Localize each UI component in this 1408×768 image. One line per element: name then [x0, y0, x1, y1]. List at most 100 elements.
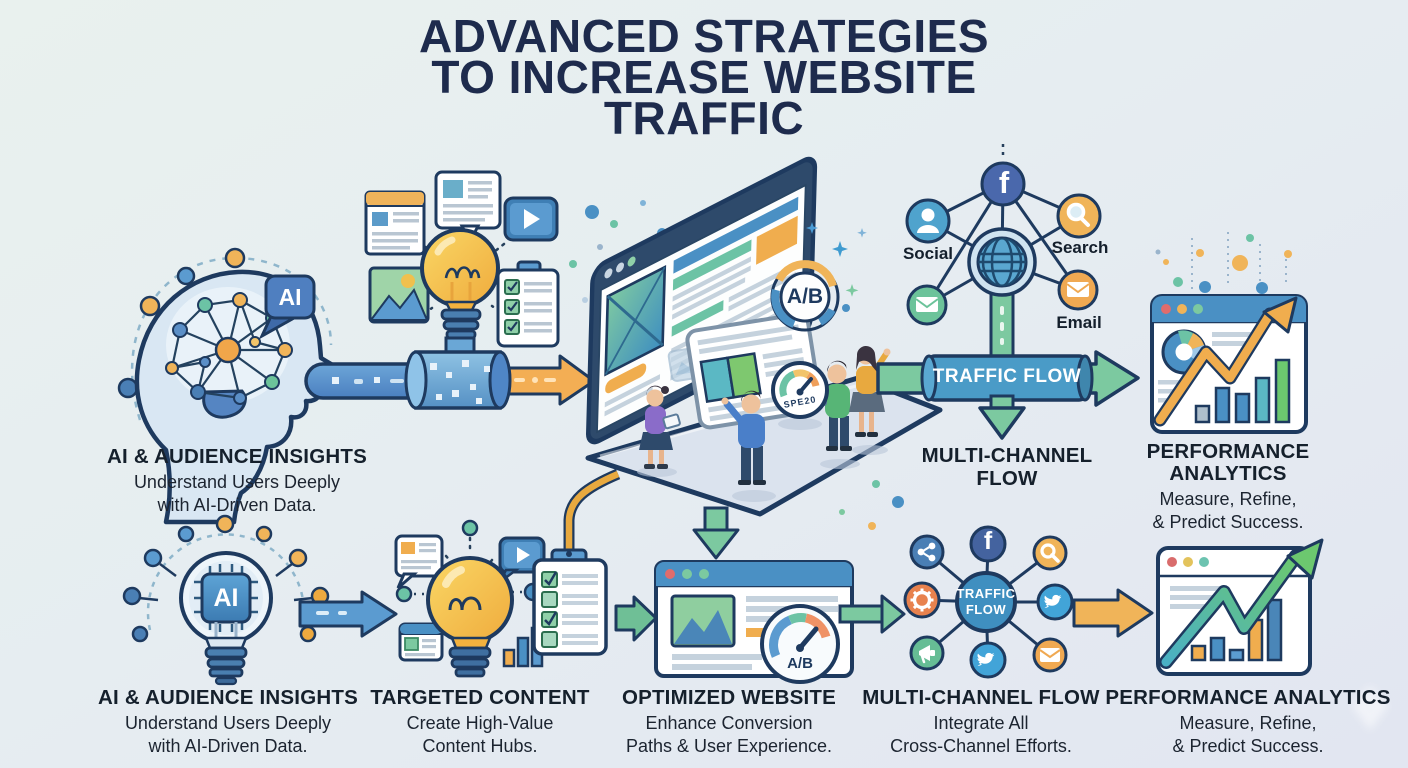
subtext-1: Understand Users Deeply — [133, 472, 341, 492]
heading: AI & AUDIENCE INSIGHTS — [107, 445, 367, 468]
page-title: ADVANCED STRATEGIES TO INCREASE WEBSITE … — [0, 10, 1408, 144]
hub-line-1: TRAFFIC — [956, 586, 1016, 601]
title-line-3: TRAFFIC — [603, 92, 805, 144]
envelope-icon-bottom — [1032, 637, 1068, 673]
analytics-window-top — [1150, 294, 1308, 434]
watermark — [1352, 686, 1388, 730]
lightbulb-icon — [420, 228, 500, 340]
section-performance-top: PERFORMANCE ANALYTICS Measure, Refine, &… — [1108, 441, 1348, 534]
channel-hub-bottom — [903, 525, 1154, 679]
subtext-2: Paths & User Experience. — [625, 736, 833, 756]
decor-scatter — [1155, 232, 1292, 294]
traffic-flow-pipe-label: TRAFFIC FLOW — [932, 366, 1082, 387]
video-player-icon — [503, 196, 559, 242]
label-search: Search — [1051, 238, 1109, 257]
ai-bubble-text: AI — [278, 284, 302, 310]
section-ai-insights-top: AI & AUDIENCE INSIGHTS Understand Users … — [97, 445, 377, 517]
lightbulb-icon-2 — [426, 556, 514, 678]
ab-gauge-badge — [760, 604, 840, 684]
analytics-top — [1150, 232, 1308, 434]
megaphone-icon — [909, 635, 945, 671]
section-performance-bottom: PERFORMANCE ANALYTICS Measure, Refine, &… — [1103, 686, 1393, 758]
targeted-content-bottom — [394, 519, 658, 678]
label-email: Email — [1056, 313, 1102, 332]
website-window — [654, 560, 854, 678]
content-icons-cluster — [364, 170, 560, 348]
hub-line-2: FLOW — [965, 602, 1007, 617]
heading-line-1: MULTI-CHANNEL — [921, 444, 1093, 467]
share-icon — [909, 534, 945, 570]
subtext-2: with AI-Driven Data. — [148, 736, 308, 756]
search-icon — [1056, 193, 1102, 239]
subtext-1: Integrate All — [933, 713, 1029, 733]
title-line-2: TO INCREASE WEBSITE — [431, 51, 977, 103]
ai-speech-bubble — [258, 274, 316, 340]
data-pipe — [304, 336, 596, 410]
heading: PERFORMANCE ANALYTICS — [1105, 686, 1391, 709]
arrow-green-right-1 — [614, 595, 658, 642]
facebook-icon — [980, 161, 1026, 207]
search-icon-bottom — [1032, 535, 1068, 571]
checklist-icon — [496, 260, 560, 348]
video-bubble-icon — [498, 536, 546, 583]
ab-gauge-text: A/B — [787, 655, 813, 672]
twitter-icon-bottom — [969, 641, 1007, 679]
channel-hub-top — [876, 144, 1140, 440]
bar-chart-icon-bottom — [1190, 598, 1283, 662]
ab-badge-text: A/B — [786, 285, 824, 308]
heading-line-1: PERFORMANCE — [1146, 440, 1310, 463]
heading: AI & AUDIENCE INSIGHTS — [98, 686, 358, 709]
growth-arrow-icon-bottom — [1159, 538, 1324, 669]
ai-bulb-bottom — [122, 514, 398, 686]
heading: TARGETED CONTENT — [370, 686, 590, 709]
growth-arrow-icon — [1153, 296, 1298, 427]
decor-dots-bottom — [839, 480, 904, 530]
gear-icon — [903, 581, 941, 619]
sparkles — [806, 222, 867, 312]
ai-chip-bulb-icon — [179, 551, 273, 686]
facebook-f-bottom: f — [983, 527, 993, 555]
speech-bubble-icon — [394, 534, 444, 590]
subtext-1: Create High-Value — [406, 713, 554, 733]
section-multi-channel-bottom: MULTI-CHANNEL FLOW Integrate All Cross-C… — [861, 686, 1101, 758]
ab-test-badge — [770, 260, 840, 332]
person-figure-purple — [637, 385, 681, 477]
subtext-2: Content Hubs. — [422, 736, 538, 756]
subtext-2: Cross-Channel Efforts. — [890, 736, 1072, 756]
person-figure-orange — [849, 345, 891, 455]
arrow-blue-right — [298, 590, 398, 638]
section-targeted-content: TARGETED CONTENT Create High-Value Conte… — [370, 686, 590, 758]
laptop-illustration — [563, 156, 943, 554]
subtext-2: with AI-Driven Data. — [157, 495, 317, 515]
analytics-bottom — [1156, 538, 1388, 730]
heading: OPTIMIZED WEBSITE — [621, 686, 837, 709]
globe-icon — [967, 227, 1037, 297]
ai-chip-text: AI — [213, 584, 239, 612]
subtext-2: & Predict Success. — [1152, 512, 1304, 532]
subtext-1: Enhance Conversion — [645, 713, 813, 733]
bar-chart-icon — [1194, 358, 1291, 424]
hub-center-label: TRAFFIC FLOW — [953, 586, 1019, 618]
subtext-2: & Predict Success. — [1172, 736, 1324, 756]
traffic-flow-pipe — [920, 354, 1094, 402]
subtext-1: Measure, Refine, — [1179, 713, 1317, 733]
section-multi-channel-top: MULTI-CHANNEL FLOW — [887, 444, 1127, 490]
down-arrow — [978, 406, 1026, 440]
clipboard-checklist-icon — [532, 548, 608, 656]
person-figure-blue — [721, 390, 776, 502]
subtext-1: Measure, Refine, — [1159, 489, 1297, 509]
section-ai-insights-bottom: AI & AUDIENCE INSIGHTS Understand Users … — [88, 686, 368, 758]
subtext-1: Understand Users Deeply — [124, 713, 332, 733]
hub-center — [955, 571, 1017, 633]
twitter-icon-right — [1036, 583, 1074, 621]
social-user-icon — [905, 198, 951, 244]
facebook-f-top: f — [998, 165, 1010, 200]
section-optimized-website: OPTIMIZED WEBSITE Enhance Conversion Pat… — [615, 686, 843, 758]
image-card-icon — [368, 266, 430, 324]
title-line-1: ADVANCED STRATEGIES — [418, 10, 990, 62]
facebook-icon-bottom — [969, 525, 1007, 563]
heading-line-2: ANALYTICS — [1169, 461, 1287, 485]
heading-line-2: FLOW — [976, 467, 1038, 490]
